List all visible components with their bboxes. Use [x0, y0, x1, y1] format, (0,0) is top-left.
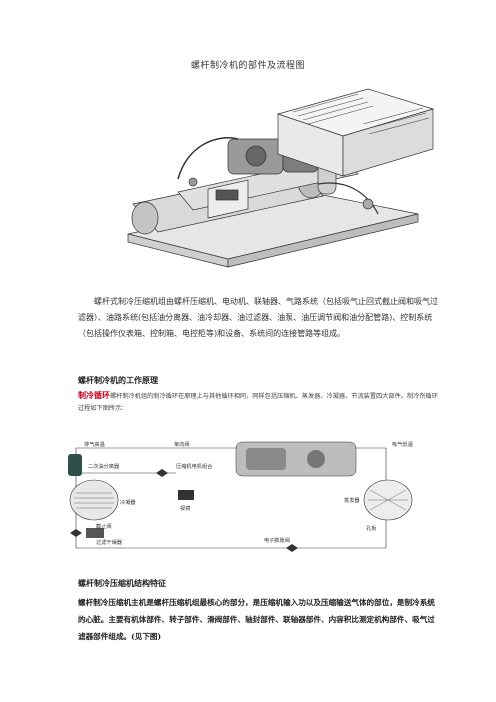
one-way-valve-icon	[156, 469, 168, 477]
condenser-icon	[69, 479, 119, 521]
intro-paragraph: 螺杆式制冷压缩机组由螺杆压缩机、电动机、联轴器、气路系统（包括吸气止回式截止阀和…	[78, 297, 438, 338]
refrigeration-flow-diagram: 排气高温 单向阀 二次油分离器 压缩机电机组合 视镜 冷凝器 截止阀 过滤干燥器…	[68, 440, 413, 552]
label-evaporator: 蒸发器	[344, 496, 360, 504]
label-sight-glass: 视镜	[180, 504, 190, 512]
label-compressor-motor: 压缩机电机组合	[176, 462, 213, 470]
section-heading-structure: 螺杆制冷压缩机结构特征	[78, 578, 166, 588]
refrigeration-cycle-text: 制冷循环螺杆制冷机组的制冷循环在原理上与其他循环相同，同样包括压缩机、蒸发器、冷…	[78, 389, 440, 415]
label-one-way-valve: 单向阀	[174, 440, 190, 448]
expansion-valve-icon	[286, 544, 298, 552]
ball-valve-icon	[70, 529, 82, 537]
refrigeration-cycle-body: 螺杆制冷机组的制冷循环在原理上与其他循环相同，同样包括压缩机、蒸发器、冷凝器、节…	[78, 393, 438, 412]
label-exhaust-gas: 排气高温	[84, 440, 105, 448]
label-dry-filter: 过滤干燥器	[96, 538, 123, 546]
label-expansion-valve: 电子膨胀阀	[264, 536, 290, 544]
label-oil-separator: 二次油分离器	[88, 462, 120, 470]
label-condenser: 冷凝器	[120, 498, 136, 506]
oil-separator-icon	[68, 454, 82, 476]
section-heading-working-principle: 螺杆制冷机的工作原理	[78, 375, 158, 385]
label-orifice: 孔板	[366, 524, 377, 532]
structure-paragraph: 螺杆制冷压缩机主机是螺杆压缩机组最核心的部分，是压缩机输入功以及压缩输送气体的部…	[78, 598, 435, 641]
label-suction-gas: 吸气低温	[392, 440, 413, 448]
refrigeration-cycle-lead: 制冷循环	[78, 390, 110, 400]
page-title: 螺杆制冷机的部件及流程图	[190, 61, 305, 71]
label-ball-valve: 截止阀	[96, 522, 112, 530]
dry-filter-icon	[86, 528, 104, 538]
chiller-unit-illustration	[127, 88, 435, 268]
sight-glass-icon	[178, 490, 194, 500]
